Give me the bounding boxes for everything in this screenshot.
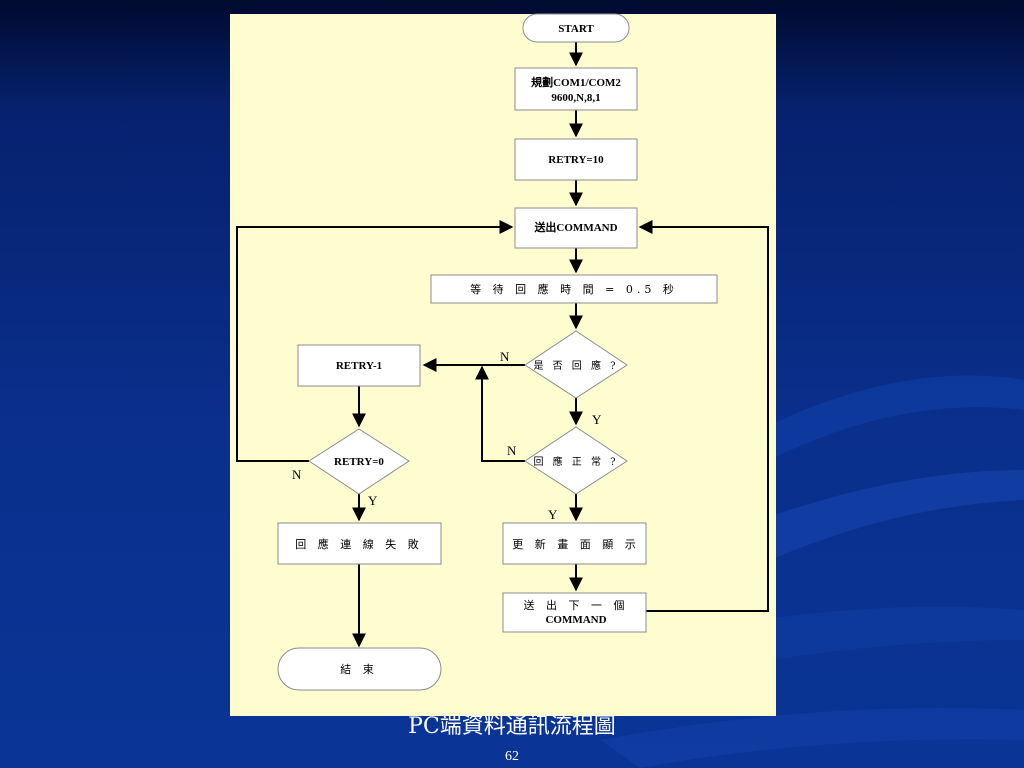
wait-label: 等 待 回 應 時 間 = 0.5 秒 [470,282,678,296]
response-ok-no-label: N [507,443,517,458]
slide-title: PC端資料通訊流程圖 [408,714,616,739]
wait-box: 等 待 回 應 時 間 = 0.5 秒 [430,274,718,304]
retry-init-box: RETRY=10 [514,138,638,181]
send-next-label-line2: COMMAND [545,614,606,626]
retry-init-label: RETRY=10 [548,154,604,166]
end-label: 結 束 [340,662,378,676]
retry-zero-label: RETRY=0 [334,456,384,468]
retry-decrement-label: RETRY-1 [336,360,382,372]
send-next-label-line1: 送 出 下 一 個 [524,598,629,612]
end-terminal: 結 束 [277,647,442,691]
start-label: START [558,23,594,35]
connection-fail-box: 回 應 連 線 失 敗 [277,522,442,565]
page-number: 62 [505,749,519,764]
send-next-command-box: 送 出 下 一 個 COMMAND [502,592,647,633]
start-terminal: START [522,13,630,43]
config-label-line1: 規劃COM1/COM2 [531,75,621,89]
retry-zero-yes-label: Y [368,493,378,508]
send-command-label: 送出COMMAND [533,220,617,234]
update-display-box: 更 新 畫 面 顯 示 [502,522,647,565]
connection-fail-label: 回 應 連 線 失 敗 [295,537,422,551]
is-response-decision: 是 否 回 應 ? [524,330,628,399]
retry-zero-no-label: N [292,467,302,482]
update-display-label: 更 新 畫 面 顯 示 [512,537,639,551]
config-label-line2: 9600,N,8,1 [551,92,600,104]
connector-lines [236,42,769,648]
send-command-box: 送出COMMAND [514,207,638,249]
retry-zero-decision: RETRY=0 [308,428,410,495]
retry-decrement-box: RETRY-1 [297,344,421,387]
response-ok-label: 回 應 正 常 ? [533,455,618,468]
is-response-label: 是 否 回 應 ? [533,359,618,372]
response-ok-yes-label: Y [548,507,558,522]
response-ok-decision: 回 應 正 常 ? [524,426,628,495]
is-response-yes-label: Y [592,412,602,427]
config-com-box: 規劃COM1/COM2 9600,N,8,1 [514,67,638,111]
is-response-no-label: N [500,349,510,364]
